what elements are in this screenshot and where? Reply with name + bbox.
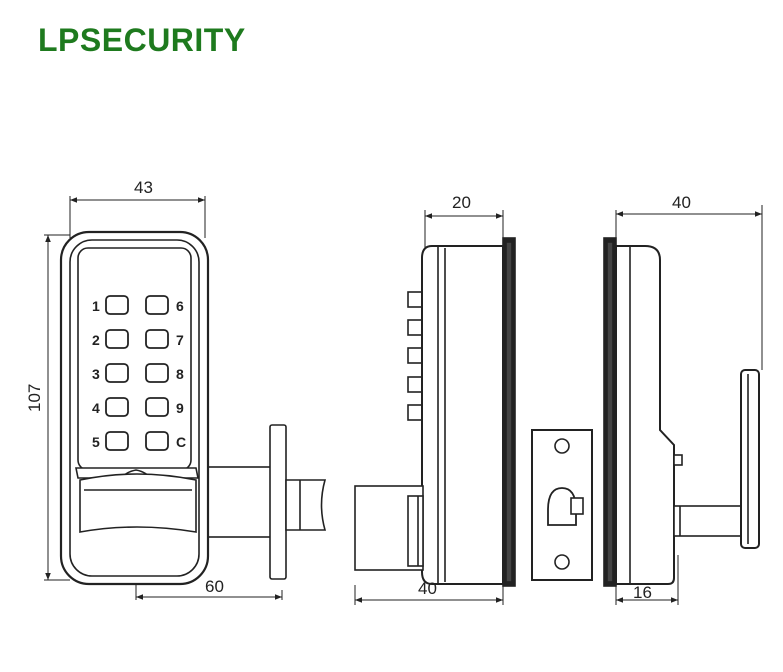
dim-side-depth: 20 (452, 193, 471, 212)
side-view (354, 210, 593, 605)
key-label-8: 8 (176, 366, 184, 382)
keypad: 1 2 3 4 5 6 7 8 9C (92, 295, 186, 451)
dim-side-latch-depth: 40 (418, 579, 437, 598)
key-button-3 (105, 363, 129, 383)
dim-latch-length: 60 (205, 577, 224, 596)
key-button-8 (145, 363, 169, 383)
dim-front-width: 43 (134, 178, 153, 197)
key-button-5 (105, 431, 129, 451)
dim-back-spindle: 16 (633, 583, 652, 602)
key-button-9 (145, 397, 169, 417)
back-view (603, 205, 763, 605)
key-label-7: 7 (176, 332, 184, 348)
key-button-6 (145, 295, 169, 315)
key-label-6: 6 (176, 298, 184, 314)
key-label-C: C (176, 434, 186, 450)
key-label-9: 9 (176, 400, 184, 416)
front-view (44, 196, 327, 600)
key-button-7 (145, 329, 169, 349)
brand-logo: LPSECURITY (38, 22, 246, 58)
back-dimensions (616, 211, 762, 603)
key-label-4: 4 (92, 400, 100, 416)
key-label-2: 2 (92, 332, 100, 348)
key-button-2 (105, 329, 129, 349)
key-label-1: 1 (92, 298, 100, 314)
key-button-C (145, 431, 169, 451)
dim-back-depth: 40 (672, 193, 691, 212)
dim-front-height: 107 (25, 384, 44, 412)
front-dimensions (45, 197, 282, 600)
key-button-1 (105, 295, 129, 315)
key-label-5: 5 (92, 434, 100, 450)
key-button-4 (105, 397, 129, 417)
side-dimensions (355, 213, 503, 603)
key-label-3: 3 (92, 366, 100, 382)
